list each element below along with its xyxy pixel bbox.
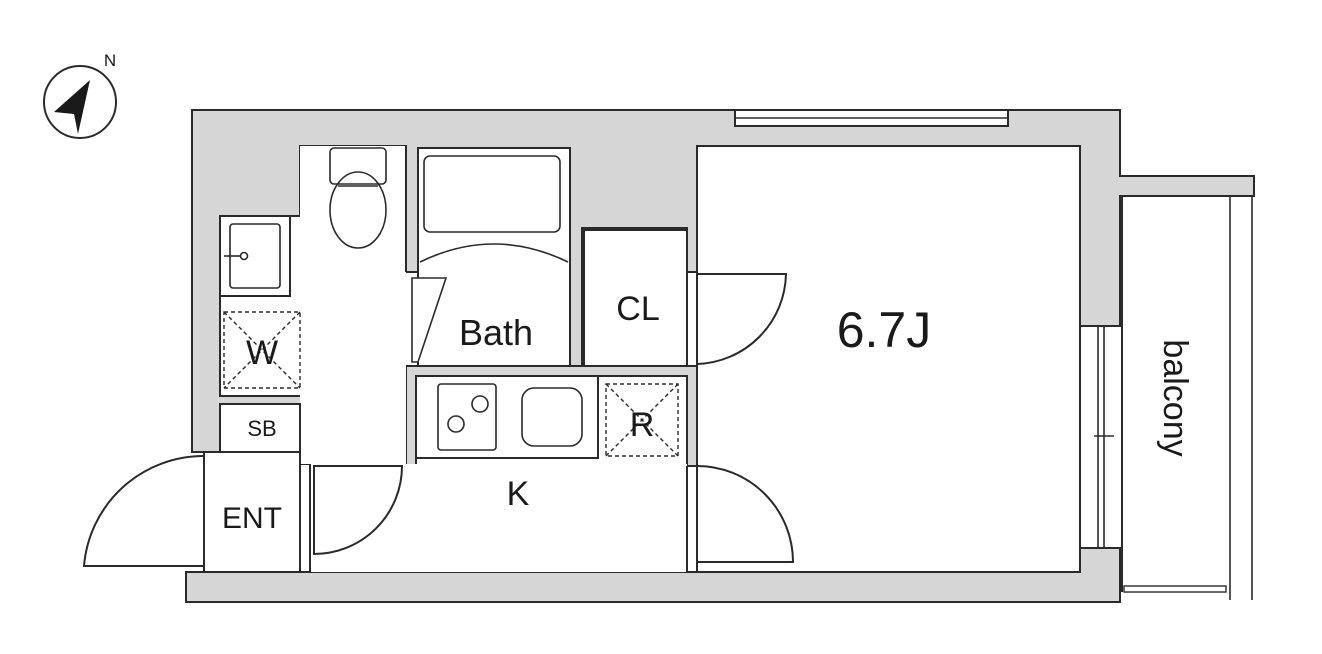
closet-label: CL xyxy=(616,290,659,328)
kitchen-label: K xyxy=(507,475,530,513)
shoe-box-label: SB xyxy=(247,416,276,441)
stove xyxy=(437,383,497,451)
bathroom xyxy=(417,147,571,367)
compass-north-label: N xyxy=(104,51,116,70)
main-room-label: 6.7J xyxy=(837,302,932,358)
wash-basin xyxy=(219,215,291,297)
bathtub xyxy=(423,155,561,233)
refrigerator-space xyxy=(605,383,679,457)
compass-ring xyxy=(43,65,117,139)
toilet xyxy=(329,147,387,249)
room-door xyxy=(696,465,795,563)
main-room xyxy=(696,145,1081,573)
bath-door xyxy=(411,277,448,363)
washer-space xyxy=(223,311,301,389)
toilet-door xyxy=(313,465,404,556)
burner-icon xyxy=(471,395,489,413)
balcony: balcony xyxy=(1121,196,1253,600)
entrance-label: ENT xyxy=(222,502,282,535)
kitchen-counter xyxy=(415,375,599,459)
closet xyxy=(583,229,688,367)
refrigerator-label: R xyxy=(630,406,655,444)
entrance xyxy=(203,451,301,573)
compass: N xyxy=(43,51,117,139)
washer-label: W xyxy=(246,334,278,372)
north-arrow-icon xyxy=(54,80,90,134)
balcony-label: balcony xyxy=(1156,339,1194,456)
closet-door xyxy=(696,273,788,365)
balcony-sliding-door xyxy=(1079,326,1114,548)
bath-label: Bath xyxy=(459,312,533,353)
burner-icon xyxy=(447,415,465,433)
sink xyxy=(521,387,583,447)
entrance-door xyxy=(82,454,205,567)
